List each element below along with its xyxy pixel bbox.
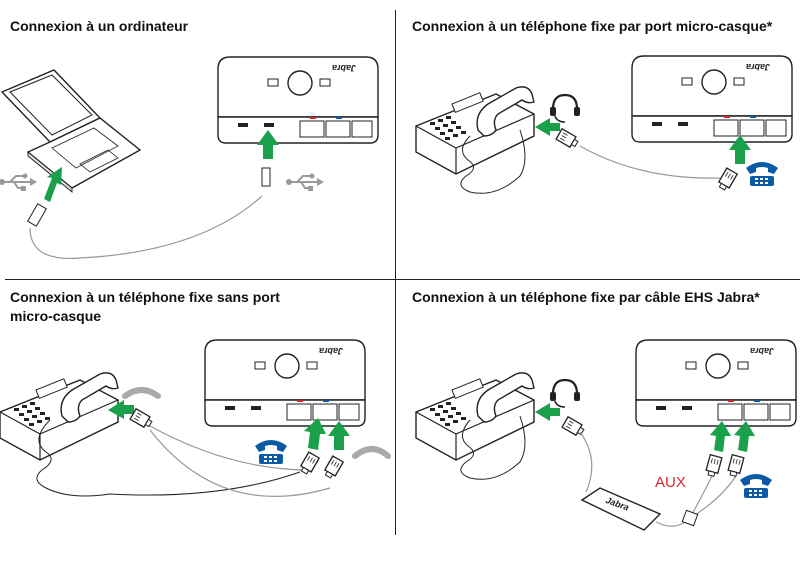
blue-handset-icon bbox=[740, 474, 772, 498]
base-station-icon bbox=[631, 55, 793, 143]
rj-connector-icon bbox=[555, 128, 581, 150]
coiled-cord bbox=[460, 129, 526, 194]
rj-connector-icon bbox=[298, 451, 320, 477]
aux-label: AUX bbox=[655, 474, 686, 491]
handset-icon bbox=[352, 446, 391, 459]
green-arrow bbox=[710, 421, 731, 452]
handset-icon bbox=[122, 387, 161, 399]
panel-computer bbox=[0, 56, 379, 260]
rj-connector-icon bbox=[704, 454, 723, 478]
usb-cable bbox=[29, 195, 263, 260]
green-arrow bbox=[328, 421, 350, 450]
base-station-icon bbox=[217, 56, 379, 144]
panel-desk-phone-ehs: Jabra AUX bbox=[415, 339, 797, 531]
cable bbox=[149, 425, 311, 471]
splitter-icon bbox=[681, 509, 699, 527]
cable bbox=[689, 475, 713, 519]
desk-phone-icon bbox=[415, 372, 535, 461]
base-station-icon bbox=[635, 339, 797, 427]
usb-plug bbox=[26, 203, 48, 227]
usb-icon bbox=[0, 172, 38, 192]
green-arrow bbox=[729, 135, 751, 164]
headset-icon bbox=[548, 378, 582, 409]
rj-connector-icon bbox=[726, 454, 745, 478]
panel-title-desk-phone-ehs: Connexion à un téléphone fixe par câble … bbox=[412, 289, 760, 305]
panel-title-desk-phone-no-port: Connexion à un téléphone fixe sans port … bbox=[10, 289, 280, 324]
green-arrow bbox=[304, 418, 326, 450]
green-arrow bbox=[535, 403, 560, 421]
green-arrow bbox=[535, 118, 560, 136]
panel-desk-phone-headset-port bbox=[415, 55, 793, 194]
cable bbox=[149, 429, 331, 497]
cable bbox=[579, 431, 593, 493]
laptop-icon bbox=[0, 69, 142, 194]
desk-phone-icon bbox=[415, 86, 535, 175]
ehs-adapter-icon: Jabra bbox=[580, 487, 662, 531]
vertical-divider bbox=[395, 10, 396, 535]
horizontal-divider bbox=[5, 279, 800, 280]
green-arrow bbox=[257, 130, 279, 159]
rj-connector-icon bbox=[322, 455, 344, 481]
base-station-icon bbox=[204, 339, 366, 427]
panel-desk-phone-no-port bbox=[0, 339, 391, 497]
green-arrow bbox=[108, 400, 134, 419]
green-arrow bbox=[44, 167, 62, 202]
rj-connector-icon bbox=[716, 167, 738, 193]
cable bbox=[689, 475, 737, 519]
blue-handset-icon bbox=[255, 440, 287, 464]
coiled-cord bbox=[36, 419, 301, 497]
desk-phone-icon bbox=[0, 372, 119, 461]
rj-connector-icon bbox=[129, 408, 155, 430]
cable bbox=[579, 145, 721, 179]
panel-title-computer: Connexion à un ordinateur bbox=[10, 18, 189, 34]
usb-plug-base bbox=[261, 167, 271, 187]
blue-handset-icon bbox=[746, 162, 778, 186]
green-arrow bbox=[734, 421, 755, 452]
usb-icon bbox=[285, 172, 325, 192]
headset-icon bbox=[548, 93, 582, 124]
coiled-cord bbox=[460, 415, 526, 480]
panel-title-desk-phone-headset-port: Connexion à un téléphone fixe par port m… bbox=[412, 18, 773, 34]
